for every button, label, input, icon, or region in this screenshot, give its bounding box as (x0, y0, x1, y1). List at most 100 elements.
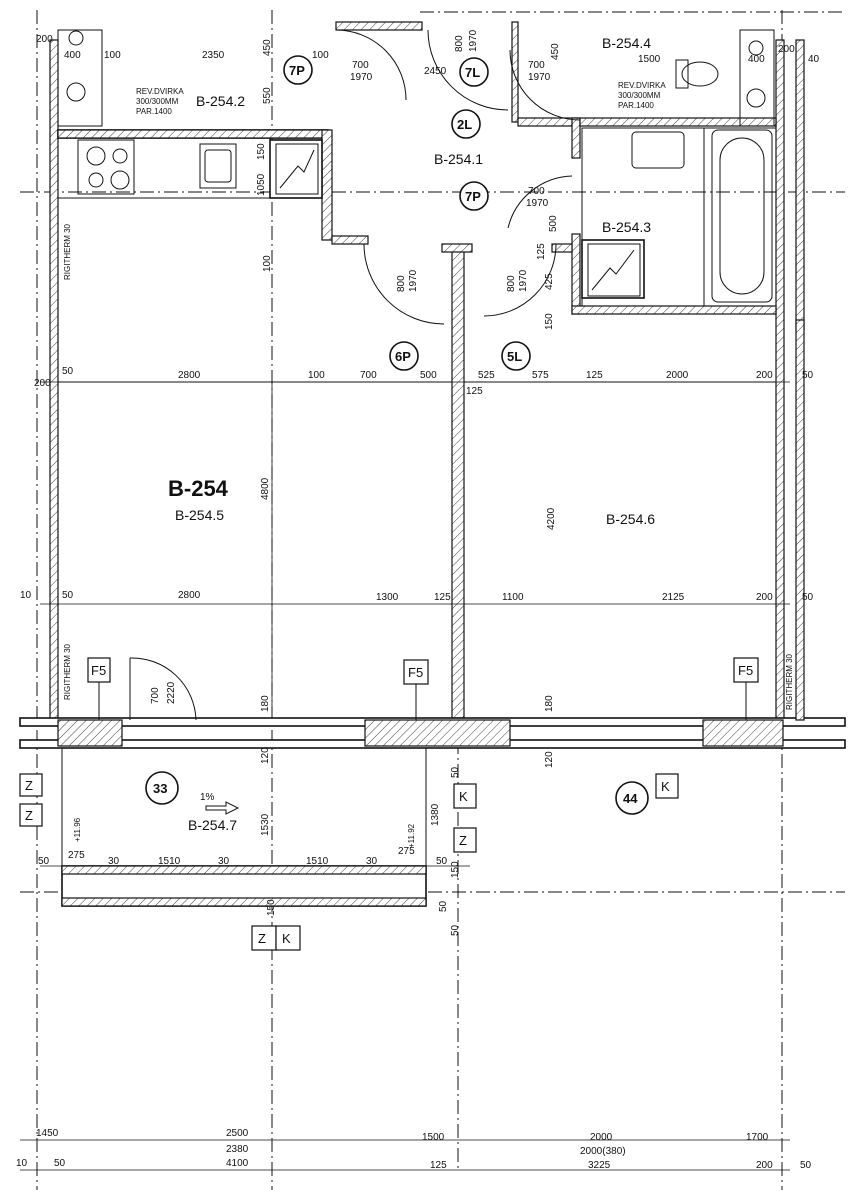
dim: 2000(380) (580, 1146, 626, 1157)
dim: 2500 (226, 1128, 249, 1139)
note-rev-2: 300/300MM (136, 97, 179, 106)
dim: 550 (262, 87, 273, 104)
tag-f5-right: F5 (738, 663, 753, 678)
dim: 1100 (502, 592, 524, 603)
room-label-hall: B-254.1 (434, 151, 483, 167)
dim: 10 (20, 590, 32, 601)
dim: 50 (450, 924, 461, 936)
window-tags: F5 F5 F5 K Z K Z K Z Z (19, 657, 759, 951)
note-rev-wc-2: 300/300MM (618, 91, 661, 100)
door-tags: 7P 7L 2L 7P 6P 5L (283, 55, 531, 371)
dim: 100 (312, 50, 329, 61)
tag-k-loggia: K (459, 789, 468, 804)
tag-k-bottom: K (282, 931, 291, 946)
dim: 180 (260, 695, 271, 712)
dim: 50 (436, 856, 448, 867)
dim: 1050 (256, 173, 267, 196)
note-level-left: +11.96 (73, 817, 82, 842)
room-label-bath: B-254.3 (602, 219, 651, 235)
note-rev-3: PAR.1400 (136, 107, 172, 116)
wc-fixtures (57, 29, 775, 127)
dim: 700 (352, 60, 369, 71)
dim: 700 (360, 370, 377, 381)
room-outlines (57, 127, 777, 383)
dim: 2350 (202, 50, 225, 61)
dim: 50 (450, 766, 461, 778)
dim: 1970 (468, 29, 479, 52)
dim: 50 (802, 592, 814, 603)
dim: 275 (68, 850, 85, 861)
dim: 150 (544, 313, 555, 330)
dim: 1510 (306, 856, 329, 867)
door-tag-7p-mid: 7P (465, 189, 481, 204)
room-label-kitchen: B-254.2 (196, 93, 245, 109)
apartment-label: B-254 (168, 476, 229, 501)
note-slope: 1% (200, 792, 215, 803)
dim: 30 (108, 856, 120, 867)
dim: 700 (528, 186, 545, 197)
room-label-bedroom: B-254.6 (606, 511, 655, 527)
dim: 3225 (588, 1160, 611, 1171)
note-rigitherm-left: RIGITHERM 30 (63, 643, 72, 700)
dim: 1500 (422, 1132, 445, 1143)
dim: 125 (466, 386, 483, 397)
dim: 1380 (430, 803, 441, 826)
marker-44: 44 (623, 791, 638, 806)
axis-lines (20, 10, 845, 1190)
dim: 50 (800, 1160, 812, 1171)
dim: 800 (454, 35, 465, 52)
door-tag-2l: 2L (457, 117, 472, 132)
dim: 2000 (590, 1132, 613, 1143)
tag-z-left-1: Z (25, 778, 33, 793)
dim: 200 (756, 1160, 773, 1171)
loggia (61, 747, 427, 907)
door-tag-6p: 6P (395, 349, 411, 364)
dimension-labels: 200 400 100 2350 450 100 700 1970 2450 8… (16, 29, 820, 1171)
room-label-wc: B-254.4 (602, 35, 651, 51)
dim: 700 (528, 60, 545, 71)
dim: 120 (260, 747, 271, 764)
dim: 125 (586, 370, 603, 381)
dim: 1300 (376, 592, 399, 603)
dim: 275 (398, 846, 415, 857)
dim: 700 (150, 687, 161, 704)
dim: 1700 (746, 1132, 769, 1143)
dim: 125 (536, 243, 547, 260)
dim: 1970 (350, 72, 373, 83)
dim: 120 (544, 751, 555, 768)
dim: 450 (550, 43, 561, 60)
dim: 2800 (178, 590, 201, 601)
section-markers: 33 44 (145, 771, 649, 815)
dim: 4800 (260, 477, 271, 500)
note-rigitherm-right: RIGITHERM 30 (785, 653, 794, 710)
note-rigitherm-top: RIGITHERM 30 (63, 223, 72, 280)
dim: 800 (506, 275, 517, 292)
dim: 4100 (226, 1158, 249, 1169)
dim: 1510 (158, 856, 181, 867)
note-rev-wc-1: REV.DVIRKA (618, 81, 666, 90)
door-tag-5l: 5L (507, 349, 522, 364)
dim: 200 (756, 592, 773, 603)
dim: 50 (54, 1158, 66, 1169)
dim: 10 (16, 1158, 28, 1169)
dim: 125 (430, 1160, 447, 1171)
dimension-lines (20, 381, 790, 1171)
dim: 525 (478, 370, 495, 381)
dim: 2450 (424, 66, 447, 77)
dim: 125 (434, 592, 451, 603)
notes: REV.DVIRKA 300/300MM PAR.1400 REV.DVIRKA… (63, 81, 794, 848)
dim: 50 (62, 590, 74, 601)
dim: 150 (256, 143, 267, 160)
dim: 575 (532, 370, 549, 381)
marker-33: 33 (153, 781, 167, 796)
dim: 200 (36, 34, 53, 45)
dim: 1500 (638, 54, 661, 65)
dim: 1450 (36, 1128, 59, 1139)
door-swings (129, 29, 581, 721)
tag-z-loggia: Z (459, 833, 467, 848)
dim: 1970 (528, 72, 551, 83)
room-label-loggia: B-254.7 (188, 817, 237, 833)
note-level-right: +11.92 (407, 823, 416, 848)
dim: 180 (544, 695, 555, 712)
